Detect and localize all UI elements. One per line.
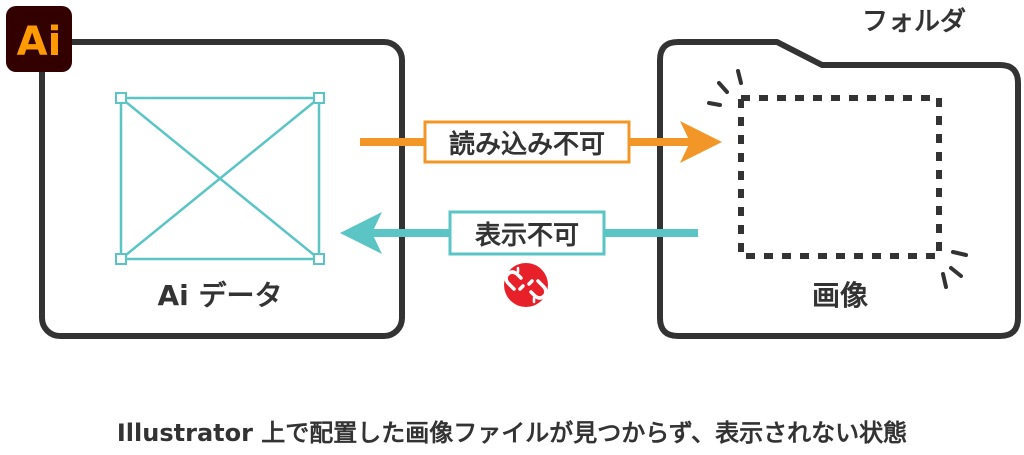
image-placeholder-frame [119, 96, 321, 261]
load-label-box: 読み込み不可 [423, 120, 631, 164]
ai-document-box [39, 39, 405, 339]
figure-caption: Illustrator 上で配置した画像ファイルが見つからず、表示されない状態 [117, 419, 907, 447]
ai-data-caption: Ai データ [157, 279, 282, 312]
sparkle-marks-bottom-right-icon [941, 250, 968, 289]
folder-box [657, 39, 1021, 339]
broken-link-icon [504, 263, 548, 307]
illustrator-logo-icon: Ai [6, 6, 72, 72]
frame-handles [115, 92, 325, 265]
image-caption: 画像 [812, 279, 869, 312]
illustrator-logo-text: Ai [17, 19, 62, 65]
display-label-box: 表示不可 [448, 210, 606, 256]
missing-image-dashed-box [738, 95, 942, 259]
sparkle-marks-top-left-icon [707, 69, 743, 107]
display-label: 表示不可 [475, 221, 579, 251]
load-label: 読み込み不可 [449, 129, 605, 160]
folder-label: フォルダ [862, 6, 966, 37]
